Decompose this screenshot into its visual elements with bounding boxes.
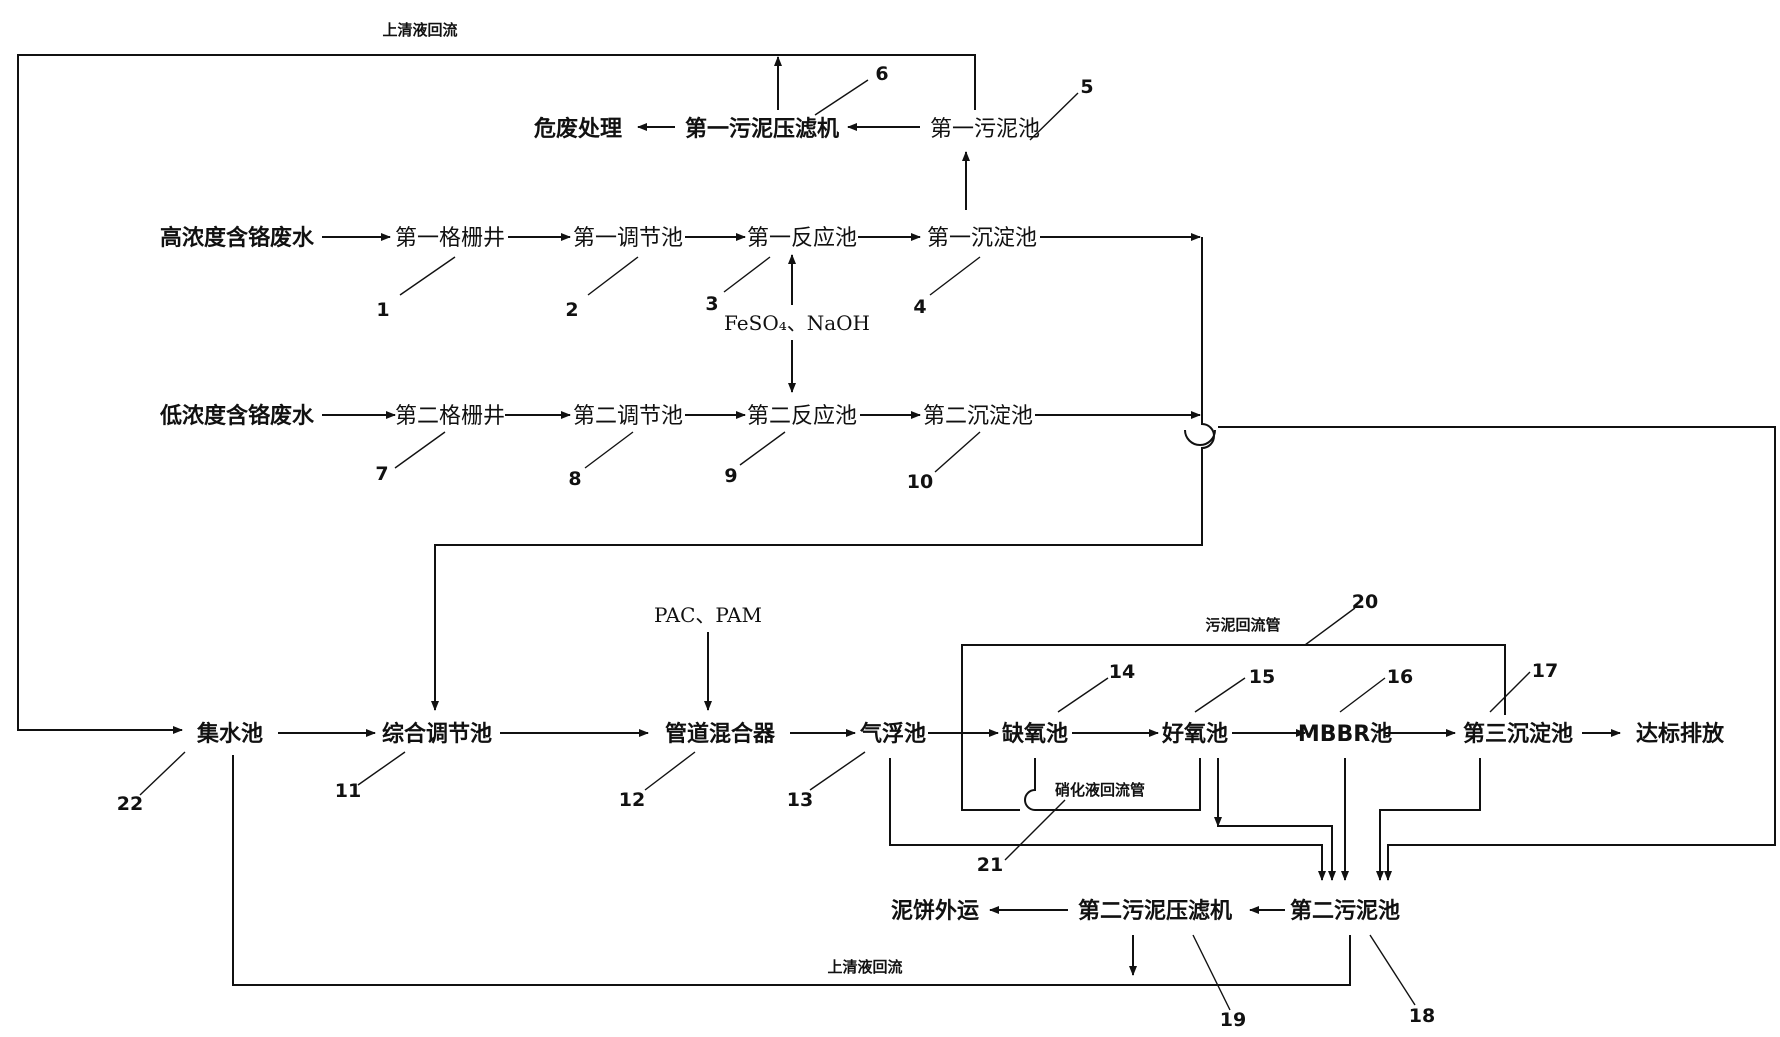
ref-9: 9 bbox=[724, 465, 737, 487]
ref-5: 5 bbox=[1080, 76, 1093, 98]
leader-2 bbox=[587, 256, 639, 296]
right-loop-line bbox=[1218, 426, 1776, 881]
ref-10: 10 bbox=[907, 471, 933, 493]
leader-3 bbox=[723, 256, 771, 293]
leader-12 bbox=[644, 751, 696, 791]
reference-numbers: 1 2 3 4 5 6 7 8 9 10 11 12 13 14 15 16 1… bbox=[117, 63, 1558, 1031]
top-return-line bbox=[17, 54, 976, 734]
leader-9 bbox=[739, 431, 786, 466]
leader-6 bbox=[814, 79, 869, 116]
anoxic-label: 缺氧池 bbox=[1002, 721, 1068, 747]
ref-16: 16 bbox=[1387, 666, 1413, 688]
collect-label: 集水池 bbox=[196, 721, 263, 747]
ref-11: 11 bbox=[335, 780, 361, 802]
leader-21 bbox=[1004, 799, 1066, 861]
leader-8 bbox=[584, 431, 634, 469]
float-label: 气浮池 bbox=[859, 721, 926, 747]
ref-4: 4 bbox=[913, 296, 926, 318]
leader-lines bbox=[139, 79, 1531, 1011]
sludge-return-pipe bbox=[961, 644, 1506, 811]
leader-4 bbox=[929, 256, 981, 296]
mbbr-label: MBBR池 bbox=[1298, 722, 1392, 747]
filter2-label: 第二污泥压滤机 bbox=[1078, 898, 1232, 924]
ref-3: 3 bbox=[705, 293, 718, 315]
top-return-label: 上清液回流 bbox=[382, 21, 457, 39]
collector-line bbox=[431, 237, 1215, 711]
reg2-label: 第二调节池 bbox=[573, 404, 683, 429]
grid1-label: 第一格栅井 bbox=[395, 226, 505, 251]
aerobic-to-sludge2 bbox=[1217, 758, 1336, 881]
nitrate-return-pipe bbox=[1024, 758, 1201, 811]
ref-12: 12 bbox=[619, 789, 645, 811]
leader-16 bbox=[1339, 677, 1386, 713]
leader-15 bbox=[1194, 677, 1246, 713]
nitrate-pipe-label: 硝化液回流管 bbox=[1055, 781, 1145, 799]
settle3-to-sludge2 bbox=[1376, 758, 1481, 881]
high-ww-label: 高浓度含铬废水 bbox=[160, 225, 315, 251]
grid2-label: 第二格栅井 bbox=[395, 404, 505, 429]
leader-19 bbox=[1192, 934, 1231, 1011]
leader-20 bbox=[1304, 607, 1356, 646]
discharge-label: 达标排放 bbox=[1636, 721, 1725, 747]
ref-18: 18 bbox=[1409, 1005, 1435, 1027]
pac-label: PAC、PAM bbox=[654, 603, 762, 627]
hazard-label: 危废处理 bbox=[534, 116, 622, 142]
ref-22: 22 bbox=[117, 793, 143, 815]
sludge-return-pipe-label: 污泥回流管 bbox=[1205, 616, 1280, 634]
settle3-label: 第三沉淀池 bbox=[1463, 721, 1573, 747]
settle2-label: 第二沉淀池 bbox=[923, 404, 1033, 429]
react2-label: 第二反应池 bbox=[747, 404, 857, 429]
sludge2-label: 第二污泥池 bbox=[1290, 898, 1400, 924]
ref-19: 19 bbox=[1220, 1009, 1246, 1031]
ref-7: 7 bbox=[375, 463, 388, 485]
leader-17 bbox=[1489, 671, 1531, 713]
mixer-label: 管道混合器 bbox=[665, 721, 776, 747]
leader-7 bbox=[394, 431, 446, 469]
float-to-sludge2 bbox=[889, 758, 1326, 881]
ref-2: 2 bbox=[565, 299, 578, 321]
ref-21: 21 bbox=[977, 854, 1003, 876]
leader-1 bbox=[399, 256, 456, 296]
react1-label: 第一反应池 bbox=[747, 226, 857, 251]
connectors bbox=[17, 54, 1776, 986]
ref-6: 6 bbox=[875, 63, 888, 85]
leader-18 bbox=[1369, 934, 1416, 1006]
ref-1: 1 bbox=[376, 299, 389, 321]
node-labels: 上清液回流 危废处理 第一污泥压滤机 第一污泥池 高浓度含铬废水 第一格栅井 第… bbox=[159, 21, 1725, 976]
ref-20: 20 bbox=[1352, 591, 1378, 613]
leader-14 bbox=[1057, 677, 1109, 713]
low-ww-label: 低浓度含铬废水 bbox=[159, 403, 315, 429]
reg1-label: 第一调节池 bbox=[573, 226, 683, 251]
leader-10 bbox=[934, 431, 981, 473]
leader-11 bbox=[357, 751, 406, 786]
ref-17: 17 bbox=[1532, 660, 1558, 682]
leader-13 bbox=[809, 751, 866, 791]
cake-label: 泥饼外运 bbox=[891, 898, 979, 924]
ref-8: 8 bbox=[568, 468, 581, 490]
bottom-return-label: 上清液回流 bbox=[827, 958, 902, 976]
sludge1-label: 第一污泥池 bbox=[930, 117, 1040, 142]
chem-feso-label: FeSO₄、NaOH bbox=[724, 311, 870, 335]
combined-reg-label: 综合调节池 bbox=[382, 721, 492, 747]
ref-14: 14 bbox=[1109, 661, 1135, 683]
aerobic-label: 好氧池 bbox=[1161, 721, 1228, 747]
settle1-label: 第一沉淀池 bbox=[927, 226, 1037, 251]
bottom-return-line bbox=[232, 755, 1351, 986]
crossing-hop bbox=[1184, 429, 1216, 446]
leader-22 bbox=[139, 751, 186, 796]
ref-15: 15 bbox=[1249, 666, 1275, 688]
ref-13: 13 bbox=[787, 789, 813, 811]
filter1-label: 第一污泥压滤机 bbox=[685, 116, 839, 142]
leader-5 bbox=[1029, 92, 1079, 141]
